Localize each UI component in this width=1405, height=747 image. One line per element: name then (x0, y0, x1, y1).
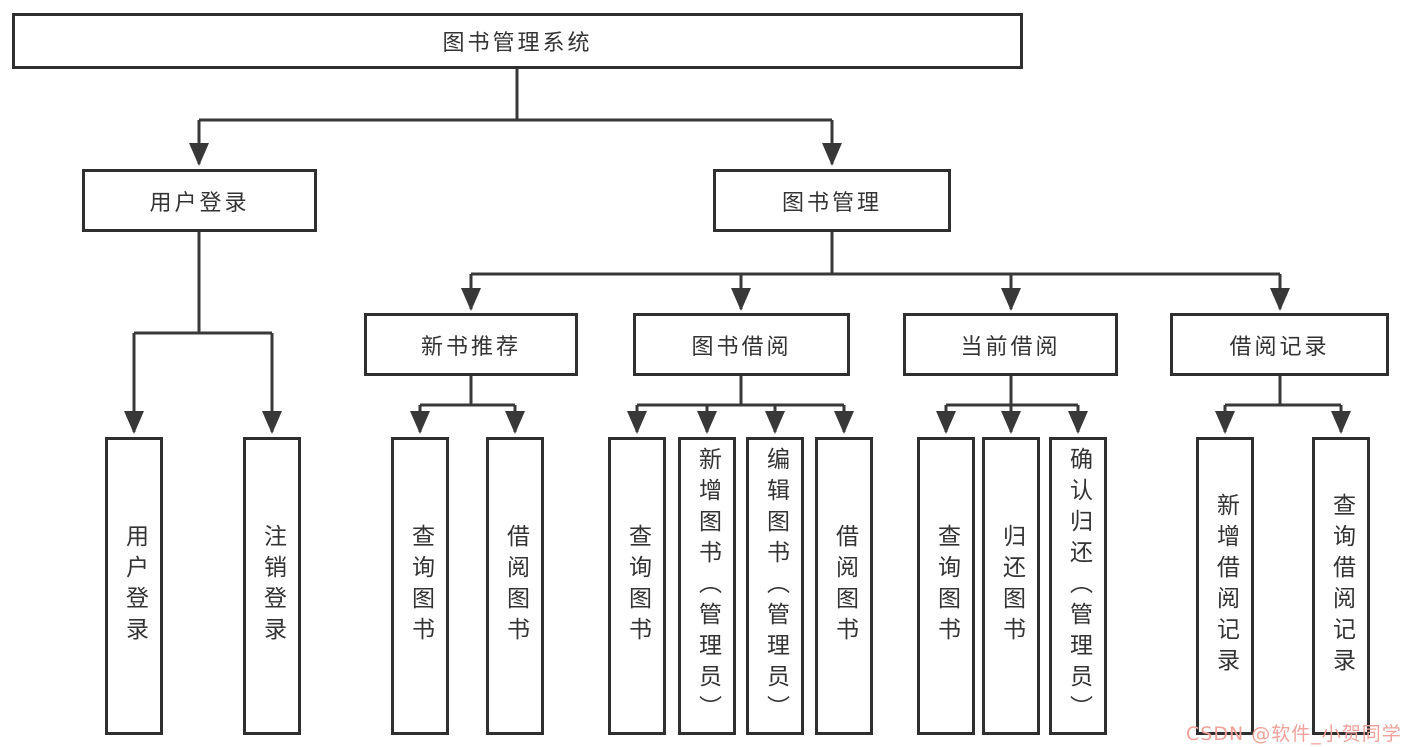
leaf-borrow-borrow-books-label: 借阅图书 (831, 524, 858, 648)
node-root-system: 图书管理系统 (12, 13, 1023, 69)
connector-segments (134, 69, 1341, 407)
leaf-borrow-edit-books-admin-label: 编辑图书（管理员） (762, 446, 789, 726)
leaf-borrow-query-books-label: 查询图书 (624, 524, 651, 648)
leaf-logout: 注销登录 (243, 437, 301, 735)
node-root-label: 图书管理系统 (442, 31, 593, 56)
leaf-current-return-books-label: 归还图书 (998, 524, 1025, 648)
leaf-user-login: 用户登录 (105, 437, 163, 735)
leaf-borrow-query-books: 查询图书 (608, 437, 666, 735)
leaf-borrow-borrow-books: 借阅图书 (815, 437, 873, 735)
node-new-book-recommend-label: 新书推荐 (420, 334, 521, 360)
node-borrow-records-label: 借阅记录 (1229, 334, 1330, 360)
node-current-borrow-label: 当前借阅 (960, 334, 1061, 360)
csdn-watermark: CSDN @软件_小贺同学 (1186, 723, 1402, 745)
leaf-current-return-books: 归还图书 (982, 437, 1040, 735)
leaf-records-query-record: 查询借阅记录 (1312, 437, 1370, 735)
node-book-borrow: 图书借阅 (633, 313, 850, 376)
node-book-mgmt: 图书管理 (713, 169, 951, 232)
leaf-records-add-record-label: 新增借阅记录 (1212, 493, 1239, 679)
leaf-current-query-books: 查询图书 (917, 437, 975, 735)
leaf-records-query-record-label: 查询借阅记录 (1328, 493, 1355, 679)
leaf-borrow-add-books-admin-label: 新增图书（管理员） (694, 446, 721, 726)
leaf-recommend-query-books-label: 查询图书 (407, 524, 434, 648)
leaf-recommend-borrow-books: 借阅图书 (486, 437, 544, 735)
node-new-book-recommend: 新书推荐 (364, 313, 578, 376)
leaf-logout-label: 注销登录 (259, 524, 286, 648)
leaf-current-confirm-return-admin-label: 确认归还（管理员） (1065, 446, 1092, 726)
leaf-current-confirm-return-admin: 确认归还（管理员） (1049, 437, 1107, 735)
node-borrow-records: 借阅记录 (1170, 313, 1389, 376)
node-book-mgmt-label: 图书管理 (781, 190, 882, 216)
leaf-recommend-borrow-books-label: 借阅图书 (502, 524, 529, 648)
leaf-user-login-label: 用户登录 (121, 524, 148, 648)
node-user-login-label: 用户登录 (149, 190, 250, 216)
leaf-records-add-record: 新增借阅记录 (1196, 437, 1254, 735)
leaf-current-query-books-label: 查询图书 (933, 524, 960, 648)
leaf-borrow-add-books-admin: 新增图书（管理员） (678, 437, 736, 735)
leaf-borrow-edit-books-admin: 编辑图书（管理员） (746, 437, 804, 735)
node-current-borrow: 当前借阅 (903, 313, 1118, 376)
node-book-borrow-label: 图书借阅 (691, 334, 792, 360)
leaf-recommend-query-books: 查询图书 (391, 437, 449, 735)
node-user-login: 用户登录 (82, 169, 317, 232)
